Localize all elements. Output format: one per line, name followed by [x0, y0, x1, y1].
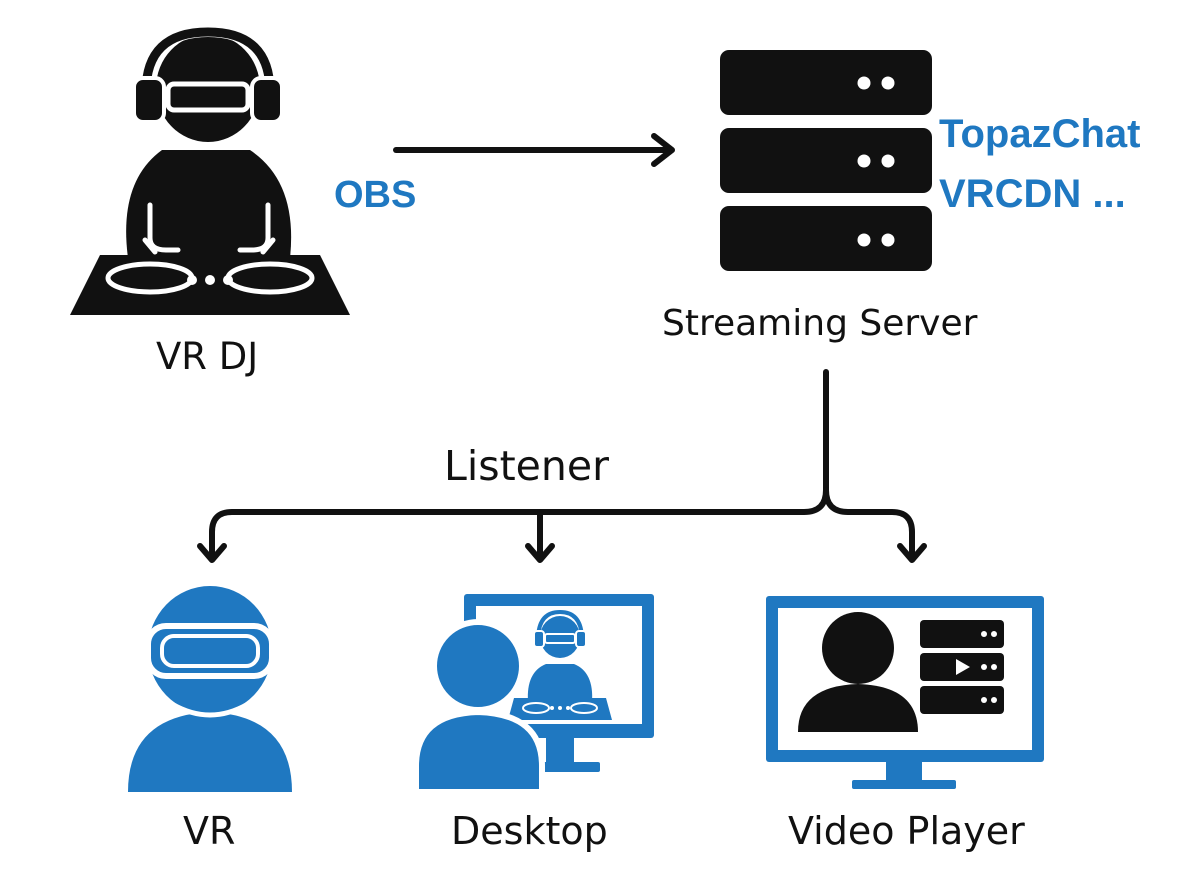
- dj-label: VR DJ: [156, 335, 259, 378]
- screen-dj-icon: [508, 609, 612, 720]
- dj-headphones-turntable-icon: [70, 18, 350, 315]
- desktop-viewer-person-icon: [413, 619, 545, 795]
- listener-branch-arrows: [197, 369, 927, 563]
- server-label: Streaming Server: [662, 303, 978, 344]
- vr-headset-user-icon: [128, 586, 292, 792]
- server-stack-icon: [720, 50, 932, 271]
- vr-label: VR: [183, 809, 236, 853]
- service-label-topazchat: TopazChat: [939, 112, 1141, 156]
- service-label-vrcdn: VRCDN ...: [939, 172, 1126, 216]
- obs-label: OBS: [334, 174, 417, 216]
- video-person-icon: [798, 612, 918, 732]
- arrow-dj-to-server: [393, 133, 675, 167]
- mini-server-play-icon: [920, 620, 1004, 714]
- video-player-label: Video Player: [788, 809, 1025, 853]
- listener-label: Listener: [444, 442, 609, 490]
- desktop-viewer-icon: [413, 594, 654, 795]
- desktop-label: Desktop: [451, 809, 608, 853]
- video-player-monitor-icon: [766, 596, 1044, 789]
